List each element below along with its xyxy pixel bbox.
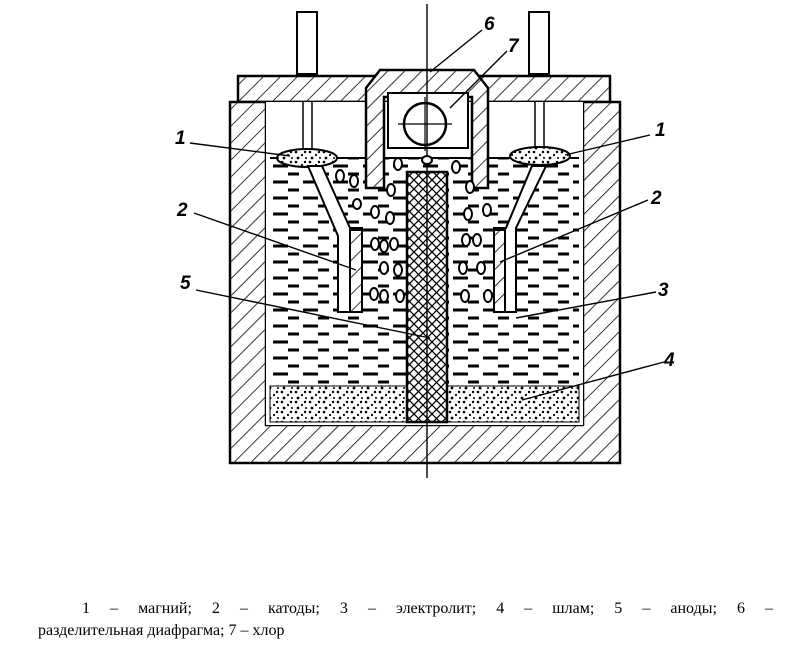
label-anode: 5	[180, 273, 191, 294]
electrolyzer-diagram: 1 1 2 2 3 4 5 6 7	[175, 4, 675, 478]
leader-lines	[189, 29, 665, 401]
label-magnesium-left: 1	[175, 128, 186, 149]
caption-line-2: разделительная диафрагма; 7 – хлор	[38, 622, 285, 639]
cathode-left	[306, 165, 363, 313]
label-diaphragm: 6	[484, 14, 495, 35]
cathode-terminals	[296, 11, 550, 75]
label-electrolyte: 3	[658, 280, 669, 301]
label-chlorine: 7	[508, 36, 520, 57]
magnesium-pool-right	[509, 146, 571, 166]
gas-bubbles	[335, 155, 493, 303]
chlorine-outlet	[398, 97, 452, 151]
magnesium-pool-left	[276, 148, 338, 168]
label-magnesium-right: 1	[655, 120, 666, 141]
label-cathode-left: 2	[176, 200, 188, 221]
figure-caption: 1 – магний; 2 – катоды; 3 – электролит; …	[38, 598, 773, 642]
label-cathode-right: 2	[650, 188, 662, 209]
cathode-right	[493, 165, 548, 313]
caption-line-1: 1 – магний; 2 – катоды; 3 – электролит; …	[82, 600, 773, 617]
label-sludge: 4	[663, 350, 675, 371]
